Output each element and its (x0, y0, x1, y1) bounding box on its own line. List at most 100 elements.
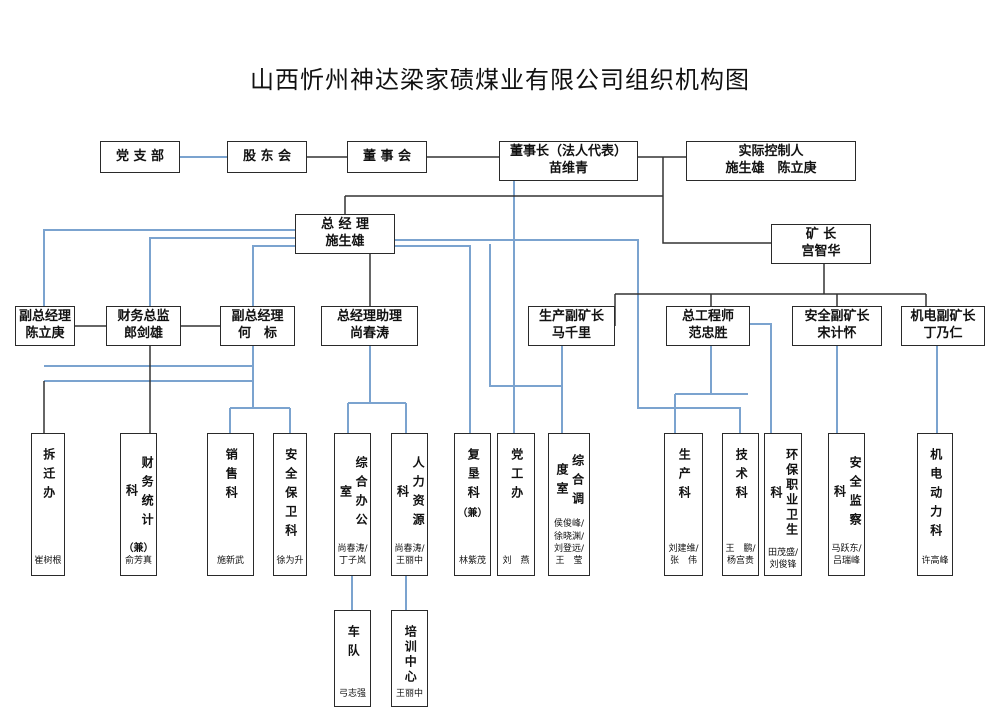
mine-chief-name: 宫智华 (801, 244, 841, 259)
dept-box-d14: 机电动力科 许高峰 (917, 433, 953, 576)
dept-box-d8: 党工办 刘 燕 (497, 433, 535, 576)
chairman-title: 董事长（法人代表） (509, 144, 627, 160)
dept-staff: 马跃东/吕瑞峰 (831, 543, 862, 566)
manager-box-eng: 总工程师 范忠胜 (666, 306, 750, 346)
manager-name: 丁乃仁 (923, 326, 963, 341)
dept-name: 拆迁办 (41, 448, 56, 505)
dept-note: （兼） (457, 508, 488, 519)
dept-staff: 尚春涛/王丽中 (394, 543, 425, 566)
dept-box-d5: 综合办公室 尚春涛/丁子岚 (334, 433, 371, 576)
dept-box-d15: 车队 弓志强 (334, 610, 371, 707)
dept-name: 安全保卫科 (283, 448, 298, 543)
dept-name: 生产科 (677, 448, 692, 505)
manager-title: 财务总监 (117, 309, 170, 325)
dept-staff: 田茂盛/刘俊锋 (767, 547, 799, 570)
general-manager-name: 施生雄 (325, 234, 365, 249)
manager-box-prod: 生产副矿长 马千里 (528, 306, 615, 346)
party-branch-label: 党 支 部 (115, 148, 165, 164)
dept-name: 人力资源科 (395, 456, 426, 533)
controller-box: 实际控制人 施生雄 陈立庚 (686, 141, 856, 181)
manager-box-mech: 机电副矿长 丁乃仁 (901, 306, 985, 346)
dept-staff: 崔树根 (34, 555, 62, 566)
dept-name: 机电动力科 (928, 448, 943, 543)
manager-box-vgm1: 副总经理 陈立庚 (15, 306, 75, 346)
manager-box-vgm2: 副总经理 何 标 (220, 306, 295, 346)
general-manager-box: 总 经 理 施生雄 (295, 214, 395, 254)
chairman-name: 苗维青 (548, 161, 588, 176)
connector-line-23 (750, 323, 772, 433)
dept-box-d2: 财务统计科 （兼） 俞芳真 (120, 433, 157, 576)
connector-line-17 (395, 239, 741, 433)
dept-staff: 徐为升 (276, 555, 304, 566)
manager-box-gma: 总经理助理 尚春涛 (321, 306, 418, 346)
chart-title: 山西忻州神达梁家碛煤业有限公司组织机构图 (250, 66, 750, 94)
dept-staff: 施新武 (216, 555, 244, 566)
manager-title: 总工程师 (681, 309, 734, 325)
manager-title: 生产副矿长 (538, 309, 604, 325)
connector-line-16 (395, 245, 471, 433)
manager-name: 陈立庚 (25, 326, 65, 341)
dept-name: 销售科 (224, 448, 239, 505)
connector-line-31 (662, 157, 771, 244)
connector-line-5 (252, 245, 295, 306)
manager-box-cfo: 财务总监 郎剑雄 (106, 306, 181, 346)
dept-staff: 弓志强 (338, 688, 366, 699)
board-label: 董 事 会 (362, 148, 412, 164)
dept-box-d13: 安全监察科 马跃东/吕瑞峰 (828, 433, 865, 576)
connector-line-3 (43, 229, 295, 306)
dept-box-d9: 综合调度室 侯俊峰/徐晓渊/刘登远/王 莹 (548, 433, 590, 576)
dept-box-d3: 销售科 施新武 (207, 433, 254, 576)
party-branch-box: 党 支 部 (100, 141, 180, 173)
manager-name: 郎剑雄 (123, 326, 163, 341)
dept-staff: 刘建维/张 伟 (668, 543, 699, 566)
dept-staff: 王丽中 (395, 688, 423, 699)
manager-box-safe: 安全副矿长 宋计怀 (792, 306, 882, 346)
dept-name: 综合办公室 (338, 456, 369, 533)
dept-staff: 尚春涛/丁子岚 (337, 543, 368, 566)
manager-title: 安全副矿长 (804, 309, 870, 325)
manager-title: 机电副矿长 (910, 309, 976, 325)
dept-staff: 林紫茂 (458, 555, 486, 566)
shareholders-label: 股 东 会 (242, 148, 292, 164)
manager-name: 宋计怀 (817, 326, 857, 341)
dept-staff: 许高峰 (921, 555, 949, 566)
dept-name: 财务统计科 (124, 455, 155, 532)
manager-title: 副总经理 (18, 309, 71, 325)
shareholders-box: 股 东 会 (227, 141, 307, 173)
mine-chief-title: 矿 长 (805, 227, 837, 243)
connector-line-4 (149, 237, 295, 306)
dept-box-d6: 人力资源科 尚春涛/王丽中 (391, 433, 428, 576)
dept-staff: 俞芳真 (124, 555, 152, 566)
manager-name: 范忠胜 (688, 326, 728, 341)
dept-name: 环保职业卫生科 (769, 448, 799, 539)
dept-name: 车队 (346, 625, 361, 663)
dept-box-d7: 复垦科 （兼） 林紫茂 (454, 433, 491, 576)
dept-box-d16: 培训中心 王丽中 (391, 610, 428, 707)
dept-staff: 刘 燕 (502, 555, 530, 566)
manager-name: 何 标 (237, 326, 277, 341)
connector-line-18 (489, 244, 562, 387)
dept-name: 安全监察科 (832, 456, 863, 533)
manager-name: 尚春涛 (349, 326, 389, 341)
dept-name: 复垦科 (466, 448, 481, 505)
manager-name: 马千里 (551, 326, 591, 341)
dept-box-d11: 技术科 王 鹏/杨宫贵 (722, 433, 759, 576)
manager-title: 副总经理 (231, 309, 284, 325)
dept-staff: 侯俊峰/徐晓渊/刘登远/王 莹 (553, 519, 585, 566)
dept-name: 培训中心 (403, 625, 418, 685)
mine-chief-box: 矿 长 宫智华 (771, 224, 871, 264)
dept-box-d1: 拆迁办 崔树根 (31, 433, 65, 576)
controller-title: 实际控制人 (738, 144, 804, 160)
manager-title: 总经理助理 (336, 309, 402, 325)
dept-staff: 王 鹏/杨宫贵 (725, 543, 756, 566)
dept-note: （兼） (123, 542, 154, 554)
controller-name: 施生雄 陈立庚 (725, 161, 817, 176)
chairman-box: 董事长（法人代表） 苗维青 (499, 141, 638, 181)
dept-box-d10: 生产科 刘建维/张 伟 (664, 433, 703, 576)
dept-name: 党工办 (509, 448, 524, 505)
dept-name: 综合调度室 (555, 453, 585, 511)
board-box: 董 事 会 (347, 141, 427, 173)
dept-name: 技术科 (734, 448, 749, 505)
dept-box-d12: 环保职业卫生科 田茂盛/刘俊锋 (764, 433, 802, 576)
